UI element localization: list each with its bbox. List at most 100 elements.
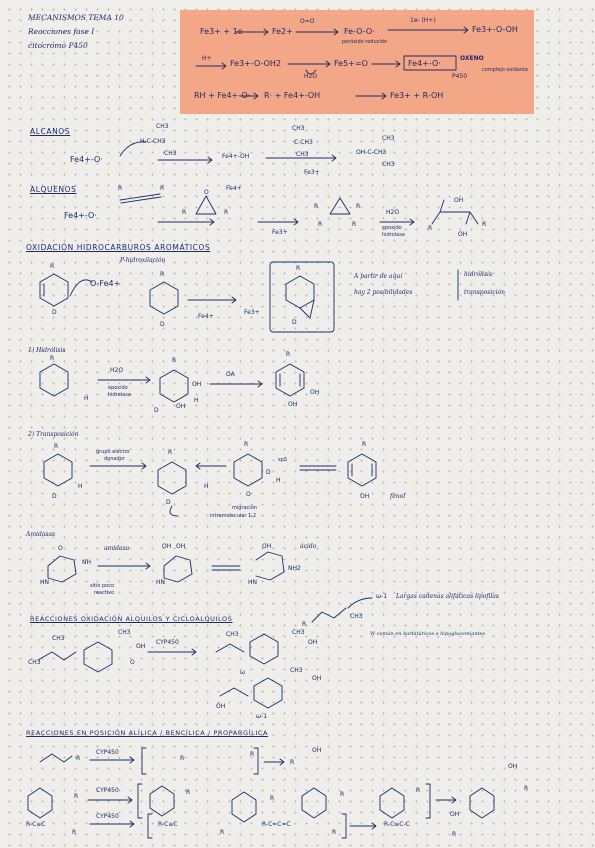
oxeno-box: [403, 55, 457, 71]
hid-h2: H: [194, 397, 199, 404]
alcanos-sub-3: CH3: [164, 150, 177, 157]
arrow: [209, 380, 263, 388]
alq-enzyme-1: epoxido: [382, 225, 402, 231]
arrow: [371, 60, 401, 68]
alq-r1: R: [118, 185, 123, 192]
amid-nh2: NH2: [288, 565, 301, 572]
equilibrium: [299, 465, 337, 471]
p450-label: P450: [452, 73, 468, 80]
arrow: [265, 154, 337, 162]
amid-hn2: HN: [156, 579, 165, 586]
alq-ep-r3: R: [318, 221, 323, 228]
header-title: MECANISMOS TEMA 10: [28, 13, 124, 22]
prop-7: R-C≡C-C: [384, 821, 410, 828]
benzene-ring: [159, 369, 189, 403]
benzene-ring: [39, 363, 69, 397]
alcanos-sub-2: H-C-CH3: [140, 138, 166, 145]
benzene-ring: [39, 273, 69, 307]
amid-hn1: HN: [40, 579, 49, 586]
aro-opt-2: transposición: [464, 289, 506, 296]
benzene-ring: [469, 787, 495, 819]
alq-p-oh2: OH: [458, 231, 468, 238]
alq-fe3: Fe3+: [272, 229, 288, 236]
alq-p-oh1: OH: [454, 197, 464, 204]
ali-r5: R: [186, 789, 191, 796]
arrow: [195, 462, 227, 470]
header-subtitle-2: citocromo P450: [28, 41, 88, 50]
aro-r2: R: [160, 271, 165, 278]
trans-r3: R: [244, 441, 249, 448]
arrow: [147, 648, 197, 656]
ali-r4: R: [74, 793, 79, 800]
epoxide-ring: [195, 195, 217, 215]
trans-oh: OH: [360, 493, 370, 500]
highlight-box: [180, 10, 534, 114]
hid-oh2: OH: [192, 381, 202, 388]
alcanos-rad-2: ·C-CH3: [292, 139, 313, 146]
hid-r3: R: [286, 351, 291, 358]
alq-ch3: CH3: [350, 613, 363, 620]
chain: [39, 753, 73, 763]
hid-h1: H: [84, 395, 89, 402]
amid-enzyme: amidasa: [104, 545, 130, 552]
arrow: [89, 756, 135, 764]
hid-oh1: OH: [176, 403, 186, 410]
trans-r2: R: [168, 449, 173, 456]
alcanos-sub-1: CH3: [156, 123, 169, 130]
benzene-ring: [157, 461, 187, 495]
arrow: [235, 28, 269, 36]
benzene-ring: [347, 453, 377, 487]
arrow: [287, 60, 331, 68]
arrow: [349, 822, 377, 830]
alq-r3: R: [182, 209, 187, 216]
ali-r7: R: [340, 791, 345, 798]
prop-4: R: [220, 829, 225, 836]
section-alquilos-title: REACCIONES OXIDACIÓN ALQUILOS Y CICLOALQ…: [30, 615, 233, 623]
alk-omega-1: ω-1: [256, 713, 268, 720]
amid-note-1: sitio poco: [90, 583, 115, 589]
aromatic-reagent: O-Fe4+: [90, 279, 121, 288]
arrow: [387, 26, 469, 34]
arrow: [239, 92, 259, 100]
alk-ch3-2: CH3: [118, 629, 131, 636]
section-aromatic-title: OXIDACIÓN HIDROCARBUROS AROMÁTICOS: [26, 243, 211, 252]
aro-note-1: A partir de aquí: [354, 273, 403, 280]
section-alquenos-title: ALQUENOS: [30, 185, 77, 194]
hid-oh4: OH: [288, 401, 298, 408]
amid-oh1: OH: [162, 543, 172, 550]
alq-r4: R: [224, 209, 229, 216]
ali-r3: R: [250, 751, 255, 758]
ali-enzyme-3: CYP450: [96, 813, 119, 820]
amid-oh3: OH: [262, 543, 272, 550]
aro-note-2: hay 2 posibilidades: [354, 289, 413, 296]
section-amidasas-title: Amidasas: [26, 531, 56, 538]
h2o-label: H2O: [304, 73, 318, 80]
trans-h1: H: [78, 483, 83, 490]
ali-r8: R: [416, 787, 421, 794]
arrow: [187, 296, 237, 304]
epoxide-ring: [329, 197, 351, 215]
alk-oh-2: OH: [308, 639, 318, 646]
section-alcanos-title: ALCANOS: [30, 127, 71, 136]
alq-r2: R: [160, 185, 165, 192]
benzene-ring: [233, 453, 263, 487]
trans-d3: D: [266, 469, 271, 476]
ali-r9: R: [524, 785, 529, 792]
alq-ep-r2: R: [356, 203, 361, 210]
trans-fenol: fenol: [390, 493, 406, 500]
aro-opt-1: hidrólisis: [464, 271, 493, 278]
ali-r2: R: [180, 755, 185, 762]
prop-9: R: [452, 831, 457, 838]
benzene-ring: [379, 787, 405, 819]
benzene-ring: [275, 363, 305, 397]
section-alilica-title: REACCIONES EN POSICIÓN ALÍLICA / BENCÍLI…: [26, 729, 269, 737]
trans-h2: H: [204, 483, 209, 490]
trans-r4: R: [362, 441, 367, 448]
arrow: [195, 62, 227, 70]
fe-o-oh2: Fe3+-O-OH2: [230, 59, 282, 68]
arrow: [89, 820, 135, 828]
ali-r10: R: [290, 759, 295, 766]
benzene-ring: [27, 787, 53, 819]
benzene-ring: [231, 791, 257, 823]
